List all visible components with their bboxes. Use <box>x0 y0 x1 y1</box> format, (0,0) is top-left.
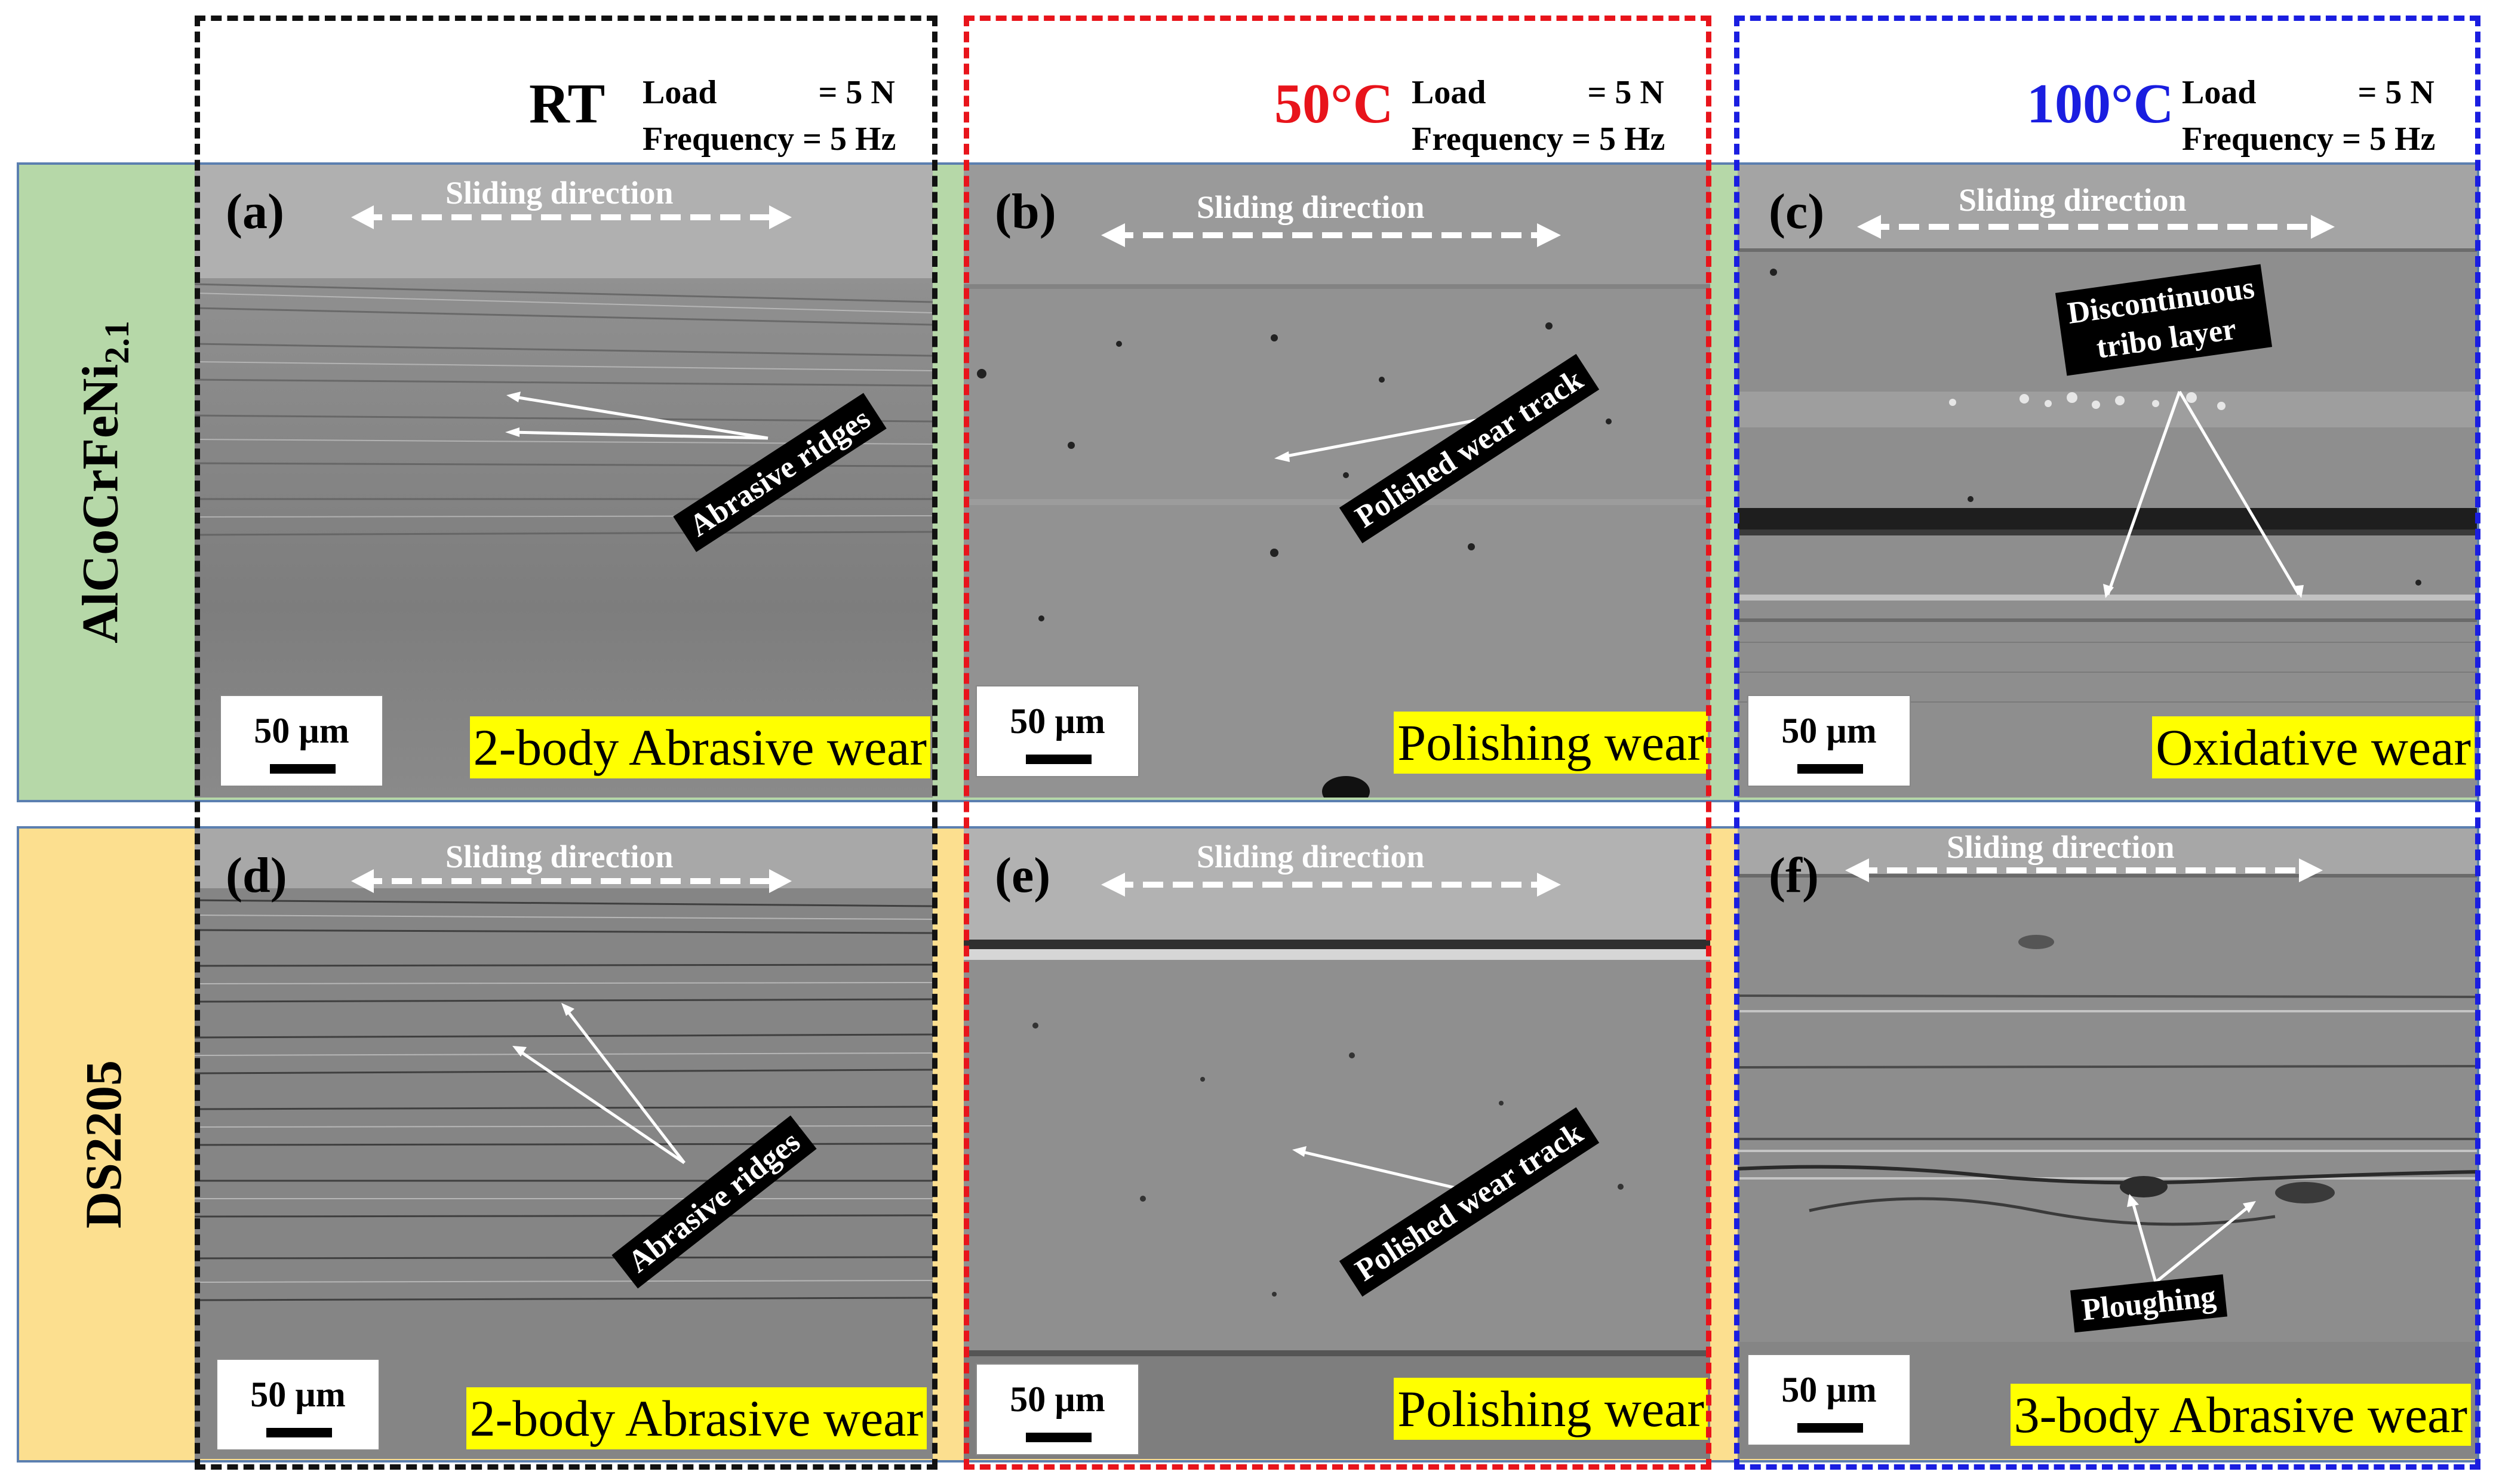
row-label-ds2205: DS2205 <box>17 829 190 1460</box>
scale-bar-text: 50 µm <box>1010 1380 1105 1419</box>
scale-bar-line <box>1797 1423 1863 1433</box>
frequency-label: Frequency <box>1412 121 1564 158</box>
wear-mechanism-label: 2-body Abrasive wear <box>466 1387 927 1449</box>
scale-bar: 50 µm <box>976 1363 1139 1455</box>
scale-bar: 50 µm <box>976 685 1139 777</box>
column-header-100c: 100°C Load = 5 N Frequency= 5 Hz <box>1740 53 2475 160</box>
load-label: Load <box>1412 74 1486 111</box>
frequency-value: = 5 Hz <box>2342 121 2436 158</box>
sem-panel-f: (f) Sliding direction Ploughing 50 µm 3-… <box>1738 829 2477 1459</box>
scale-bar-text: 50 µm <box>250 1375 346 1414</box>
wear-mechanism-label: Polishing wear <box>1394 1378 1708 1440</box>
sliding-direction-label: Sliding direction <box>1959 182 2187 218</box>
scale-bar-text: 50 µm <box>254 711 349 750</box>
panel-label: (f) <box>1769 848 1819 903</box>
wear-mechanism-label: Polishing wear <box>1394 712 1708 774</box>
test-conditions: Load = 5 N Frequency= 5 Hz <box>643 69 896 162</box>
column-frame-50c <box>964 16 1711 1470</box>
scale-bar-line <box>1026 755 1092 764</box>
column-header-rt: RT Load = 5 N Frequency= 5 Hz <box>201 53 932 160</box>
load-value: = 5 N <box>1587 74 1664 111</box>
row-material-name: DS2205 <box>75 1060 132 1229</box>
scale-bar-line <box>1797 764 1863 774</box>
scale-bar-line <box>266 1428 332 1437</box>
sliding-direction-label: Sliding direction <box>445 175 674 211</box>
column-frame-100c <box>1734 16 2480 1470</box>
sem-image-a <box>195 165 933 798</box>
panel-label: (e) <box>995 848 1051 903</box>
panel-label: (b) <box>995 184 1056 239</box>
frequency-label: Frequency <box>643 121 795 158</box>
wear-mechanism-label: 2-body Abrasive wear <box>469 716 930 778</box>
test-conditions: Load = 5 N Frequency= 5 Hz <box>1412 69 1665 162</box>
sem-image-b <box>964 165 1710 798</box>
row-material-subscript: 2.1 <box>97 321 136 365</box>
sem-panel-c: (c) Sliding direction Discontinuous trib… <box>1738 165 2477 798</box>
sem-panel-a: (a) Sliding direction Abrasive ridges 50… <box>195 165 933 798</box>
sem-image-c <box>1738 165 2477 798</box>
load-value: = 5 N <box>818 74 895 111</box>
scale-bar-line <box>1026 1433 1092 1442</box>
scale-bar-text: 50 µm <box>1781 711 1877 750</box>
frequency-value: = 5 Hz <box>1572 121 1665 158</box>
sem-panel-d: (d) Sliding direction Abrasive ridges 50… <box>195 829 933 1459</box>
scale-bar-text: 50 µm <box>1781 1370 1877 1409</box>
temperature-label: 50°C <box>1274 73 1394 135</box>
sliding-direction-label: Sliding direction <box>445 839 674 875</box>
load-label: Load <box>643 74 717 111</box>
row-label-alcocrfeni: AlCoCrFeNi2.1 <box>17 165 190 800</box>
sliding-direction-label: Sliding direction <box>1947 829 2175 865</box>
sliding-direction-label: Sliding direction <box>1197 839 1425 875</box>
wear-mechanism-label: Oxidative wear <box>2152 716 2475 778</box>
scale-bar-line <box>270 764 336 774</box>
temperature-label: 100°C <box>2027 73 2174 135</box>
panel-label: (a) <box>226 184 284 239</box>
load-value: = 5 N <box>2357 74 2434 111</box>
row-material-name: AlCoCrFeNi <box>71 364 129 644</box>
scale-bar: 50 µm <box>216 1359 380 1451</box>
test-conditions: Load = 5 N Frequency= 5 Hz <box>2182 69 2435 162</box>
sem-panel-e: (e) Sliding direction Polished wear trac… <box>964 829 1710 1459</box>
column-header-50c: 50°C Load = 5 N Frequency= 5 Hz <box>970 53 1705 160</box>
scale-bar-text: 50 µm <box>1010 701 1105 741</box>
sem-panel-b: (b) Sliding direction Polished wear trac… <box>964 165 1710 798</box>
panel-label: (d) <box>226 848 287 903</box>
frequency-label: Frequency <box>2182 121 2334 158</box>
scale-bar: 50 µm <box>220 695 383 787</box>
sliding-direction-label: Sliding direction <box>1197 189 1425 225</box>
temperature-label: RT <box>529 73 605 135</box>
scale-bar: 50 µm <box>1747 1354 1911 1446</box>
scale-bar: 50 µm <box>1747 695 1911 787</box>
panel-label: (c) <box>1769 184 1825 239</box>
wear-mechanism-label: 3-body Abrasive wear <box>2010 1384 2471 1446</box>
load-label: Load <box>2182 74 2257 111</box>
frequency-value: = 5 Hz <box>803 121 896 158</box>
column-frame-rt <box>195 16 937 1470</box>
